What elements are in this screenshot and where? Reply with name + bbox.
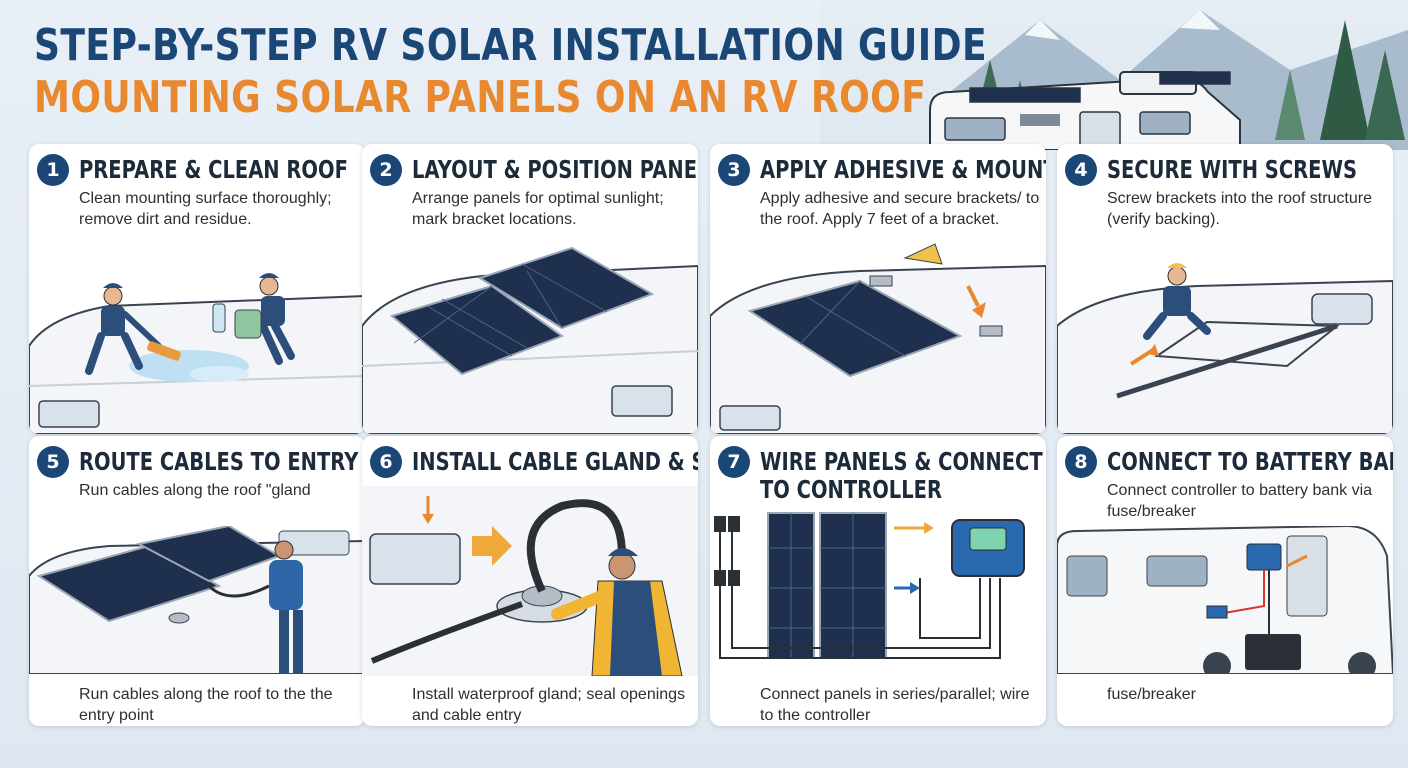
step-footer-text: Install waterproof gland; seal openings … bbox=[412, 686, 686, 724]
hero-illustration bbox=[820, 0, 1408, 150]
step-description: Screw brackets into the roof structure (… bbox=[1107, 190, 1372, 228]
cleaning-roof-illustration bbox=[29, 273, 365, 434]
worker-icon bbox=[269, 540, 303, 674]
step-card-8: 8 CONNECT TO BATTERY BANK Connect contro… bbox=[1057, 436, 1393, 726]
step-card-2: 2 LAYOUT & POSITION PANELS Arrange panel… bbox=[362, 144, 698, 434]
mountain-rv-scene bbox=[820, 0, 1408, 150]
step-description: Connect controller to battery bank via f… bbox=[1107, 482, 1373, 520]
step-title: CONNECT TO BATTERY BANK bbox=[1107, 447, 1393, 476]
step-footer-text: fuse/breaker bbox=[1107, 686, 1196, 703]
battery-bank-illustration bbox=[1057, 526, 1393, 674]
step-number-badge: 3 bbox=[718, 154, 750, 186]
step-footer-text: Connect panels in series/parallel; wire … bbox=[760, 686, 1030, 724]
step-number-badge: 4 bbox=[1065, 154, 1097, 186]
step-description: Apply adhesive and secure brackets/ to t… bbox=[760, 190, 1040, 228]
page-subtitle: MOUNTING SOLAR PANELS ON AN RV ROOF bbox=[34, 72, 927, 123]
step-number-badge: 7 bbox=[718, 446, 750, 478]
arrow-right-icon bbox=[472, 526, 512, 566]
controller-icon bbox=[1246, 543, 1282, 571]
step-number-badge: 8 bbox=[1065, 446, 1097, 478]
step-number-badge: 5 bbox=[37, 446, 69, 478]
step-title: ROUTE CABLES TO ENTRY bbox=[79, 447, 359, 476]
worker-right-icon bbox=[259, 273, 295, 365]
step-title-line1: WIRE PANELS & CONNECT bbox=[760, 447, 1043, 476]
step-number-badge: 1 bbox=[37, 154, 69, 186]
arrow-icon bbox=[966, 285, 980, 307]
step-number-badge: 6 bbox=[370, 446, 402, 478]
step-title: SECURE WITH SCREWS bbox=[1107, 155, 1358, 184]
step-card-1: 1 PREPARE & CLEAN ROOF Clean mounting su… bbox=[29, 144, 365, 434]
step-card-3: 3 APPLY ADHESIVE & MOUNT Apply adhesive … bbox=[710, 144, 1046, 434]
route-cables-illustration bbox=[29, 526, 365, 674]
step-description: Arrange panels for optimal sunlight; mar… bbox=[412, 190, 664, 228]
step-description: Run cables along the roof "gland bbox=[79, 482, 311, 499]
step-number-badge: 2 bbox=[370, 154, 402, 186]
step-card-6: 6 INSTALL CABLE GLAND & SEAL Install wat… bbox=[362, 436, 698, 726]
page-title: STEP-BY-STEP RV SOLAR INSTALLATION GUIDE bbox=[34, 20, 988, 71]
panel-layout-illustration bbox=[362, 246, 698, 434]
step-title-line2: TO CONTROLLER bbox=[760, 475, 942, 504]
step-title: PREPARE & CLEAN ROOF bbox=[79, 155, 348, 184]
step-footer-text: Run cables along the roof to the the ent… bbox=[79, 686, 333, 724]
step-description: Clean mounting surface thoroughly; remov… bbox=[79, 190, 332, 228]
step-title: APPLY ADHESIVE & MOUNT bbox=[760, 155, 1046, 184]
screw-brackets-illustration bbox=[1057, 263, 1393, 434]
cable-gland-illustration bbox=[362, 486, 698, 676]
step-card-7: 7 WIRE PANELS & CONNECT TO CONTROLLER Co… bbox=[710, 436, 1046, 726]
adhesive-mount-illustration bbox=[710, 243, 1046, 434]
step-card-5: 5 ROUTE CABLES TO ENTRY Run cables along… bbox=[29, 436, 365, 726]
step-card-4: 4 SECURE WITH SCREWS Screw brackets into… bbox=[1057, 144, 1393, 434]
fuse-icon bbox=[1206, 605, 1228, 619]
step-title: LAYOUT & POSITION PANELS bbox=[412, 155, 698, 184]
worker-icon bbox=[1143, 263, 1211, 340]
worker-left-icon bbox=[85, 283, 162, 375]
battery-icon bbox=[1245, 634, 1301, 670]
wiring-controller-illustration bbox=[714, 512, 1025, 659]
step-title: INSTALL CABLE GLAND & SEAL bbox=[412, 447, 698, 476]
step-title: WIRE PANELS & CONNECT TO CONTROLLER bbox=[760, 447, 1043, 504]
worker-icon bbox=[551, 548, 683, 676]
